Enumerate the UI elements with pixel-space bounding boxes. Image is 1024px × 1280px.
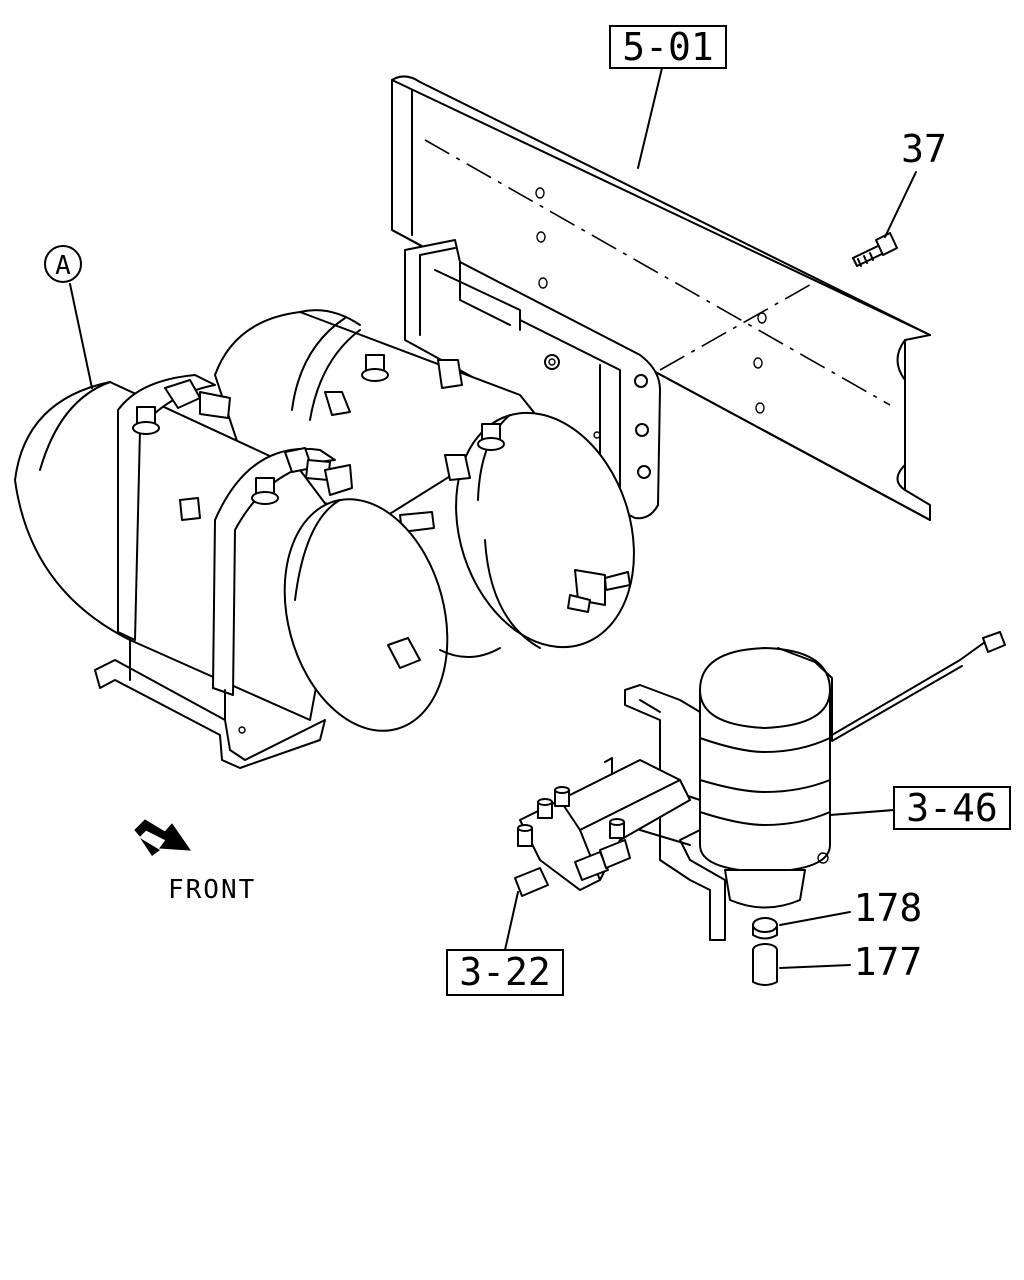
front-arrow-icon [134,819,192,856]
drain-plug [251,477,279,505]
valve-port [514,867,549,897]
drain-plug [477,423,505,451]
valve-port [517,824,533,847]
bracket-bolt [635,423,649,437]
elbow-fitting [324,391,351,416]
bolt-37 [852,232,898,267]
valve-assembly [514,759,691,897]
leader-lines [69,67,917,969]
elbow-fitting [444,454,471,481]
callout-3-22: 3-22 [446,949,564,996]
callout-178: 178 [854,886,923,930]
valve-port [554,786,570,807]
air-tank-front [14,374,449,732]
callout-178-text: 178 [854,886,923,930]
front-indicator: FRONT [134,819,256,905]
callout-37: 37 [901,127,947,171]
callout-177: 177 [854,940,923,984]
tank-cradle [94,637,501,769]
callout-3-46-text: 3-46 [906,786,998,830]
air-dryer [699,631,1006,909]
front-label: FRONT [168,875,256,905]
drain-plug [132,406,160,435]
callout-5-01-text: 5-01 [622,25,714,69]
valve-port [537,798,553,819]
end-fitting [387,637,421,669]
callout-177-text: 177 [854,940,923,984]
callout-5-01: 5-01 [609,25,727,69]
part-177-filter [752,943,778,986]
tee-fitting [284,447,353,496]
part-178-nut [752,917,778,940]
detail-a-text: A [55,251,71,281]
callout-3-22-text: 3-22 [459,950,551,994]
drain-plug [361,354,389,382]
valve-port [609,818,625,839]
elbow-fitting [179,497,201,521]
bracket-bolt [637,465,651,479]
valve-port [599,839,631,869]
valve-port [574,851,609,881]
callout-37-text: 37 [901,127,947,171]
callout-3-46: 3-46 [893,786,1011,830]
callout-detail-a: A [44,245,82,283]
bracket-bolt [634,374,648,388]
bracket-bolt [544,354,560,370]
end-fitting [567,569,631,613]
elbow-fitting [437,359,463,389]
tee-fitting [164,379,231,419]
